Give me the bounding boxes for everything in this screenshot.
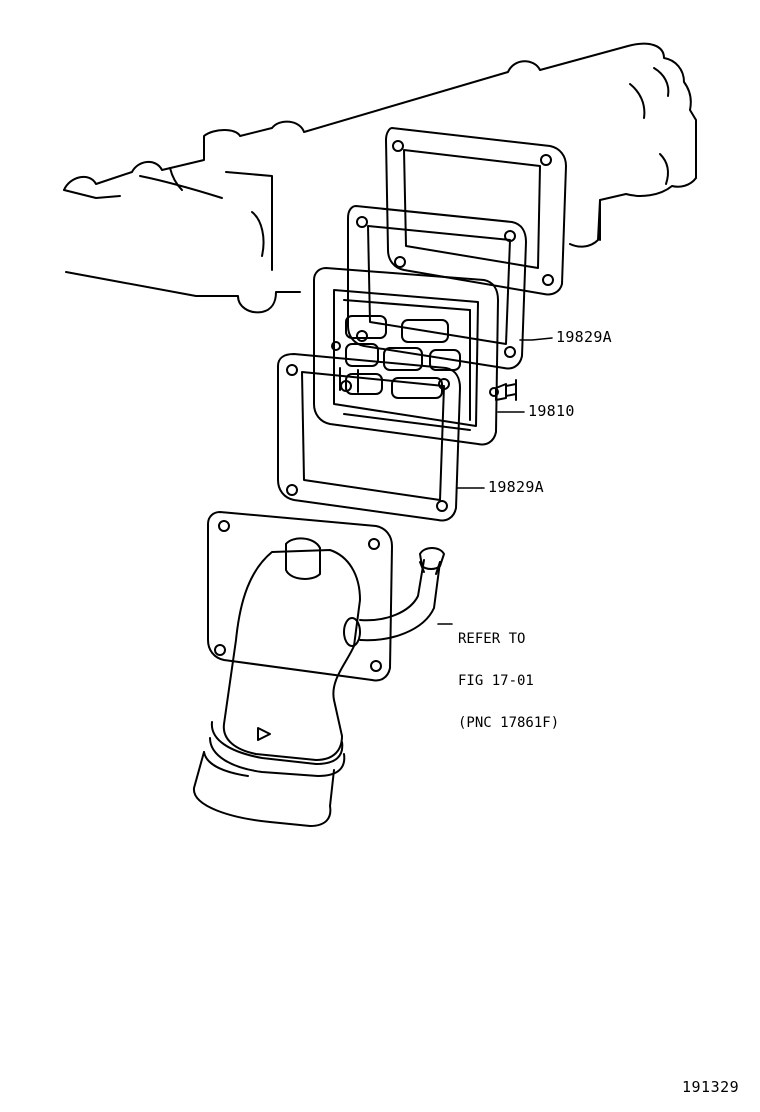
- reference-note-line2: FIG 17-01: [458, 673, 534, 689]
- intake-elbow: [193, 511, 445, 827]
- gasket-19829a-upper: [347, 205, 527, 370]
- upper-gasket-back: [385, 127, 567, 296]
- reference-note-line1: REFER TO: [458, 631, 526, 647]
- callout-19829a-upper: 19829A: [556, 328, 612, 346]
- engine-block-outline: [63, 42, 697, 314]
- leader-lines: [437, 337, 553, 625]
- reference-note-line3: (PNC 17861F): [458, 715, 560, 731]
- leader-19829a-upper: [519, 337, 553, 341]
- reference-note: REFER TO FIG 17-01 (PNC 17861F): [458, 604, 559, 744]
- figure-number: 191329: [682, 1078, 740, 1096]
- callout-19810: 19810: [528, 402, 575, 420]
- callout-19829a-lower: 19829A: [488, 478, 544, 496]
- gasket-19829a-lower: [277, 353, 461, 522]
- reed-valve-19810: [313, 267, 517, 446]
